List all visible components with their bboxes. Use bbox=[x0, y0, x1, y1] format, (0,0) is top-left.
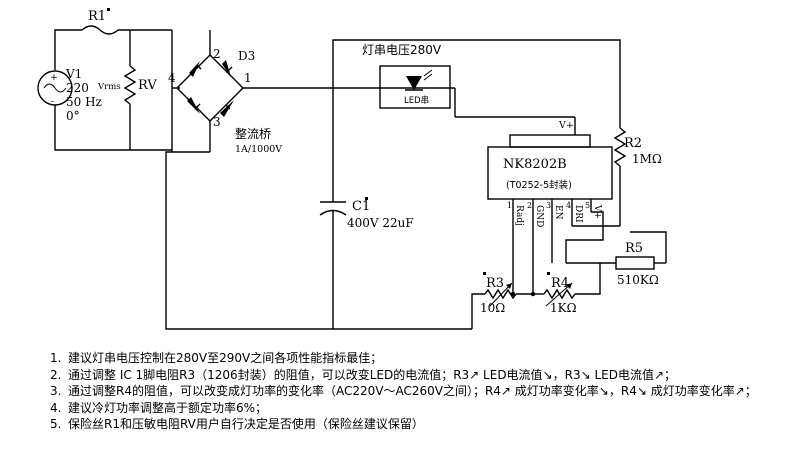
d3-pin-4: 4 bbox=[168, 71, 176, 85]
d3-pin-3: 3 bbox=[213, 115, 221, 129]
ic-pin-name-1: Radj bbox=[514, 205, 524, 226]
capacitor-c1: C1 400V 22uF bbox=[319, 88, 414, 329]
v1-name: V1 bbox=[65, 67, 82, 81]
resistor-r2: R2 1MΩ bbox=[332, 39, 662, 227]
note-num: 3. bbox=[50, 384, 62, 398]
note-item-3: 3. 通过调整R4的阻值，可以改变成灯功率的变化率（AC220V～AC260V之间… bbox=[50, 383, 795, 400]
v1-voltage: 220 bbox=[66, 81, 89, 95]
note-text: 建议冷灯功率调整高于额定功率6%； bbox=[68, 400, 268, 415]
led-label: LED串 bbox=[404, 96, 429, 106]
return-wire bbox=[165, 151, 472, 330]
r3-name: R3 bbox=[486, 276, 504, 291]
ic-pin-name-4: DRI bbox=[573, 205, 583, 223]
r5-value: 510KΩ bbox=[617, 273, 659, 287]
v1-phase: 0° bbox=[66, 109, 80, 123]
trimmer-r4: R4 1KΩ bbox=[533, 263, 601, 315]
r3-value: 10Ω bbox=[480, 301, 505, 315]
ic-pin-num-5: 5 bbox=[585, 201, 590, 210]
note-num: 5. bbox=[50, 417, 62, 431]
r2-name: R2 bbox=[624, 136, 642, 151]
note-text: 保险丝R1和压敏电阻RV用户自行决定是否使用（保险丝建议保留） bbox=[68, 417, 424, 431]
r4-value: 1KΩ bbox=[550, 301, 577, 315]
note-text: 通过调整 IC 1脚电阻R3（1206封装）的阻值，可以改变LED的电流值；R3… bbox=[68, 367, 677, 382]
fuse-r1: R1 bbox=[81, 8, 172, 35]
ic-pin-num-2: 2 bbox=[527, 201, 532, 210]
ac-source-v1: + - V1 220 50 Hz 0° bbox=[37, 29, 172, 151]
ic-name: NK8202B bbox=[503, 157, 567, 172]
ic-package: (T0252-5封装) bbox=[506, 179, 572, 191]
d3-pin-2: 2 bbox=[213, 47, 221, 61]
ic-pin-name-3: EN bbox=[553, 205, 563, 220]
r1-name: R1 bbox=[88, 9, 106, 24]
note-item-2: 2. 通过调整 IC 1脚电阻R3（1206封装）的阻值，可以改变LED的电流值；… bbox=[50, 367, 795, 384]
ic-vplus: V+ bbox=[558, 120, 574, 131]
ic-pin-num-3: 3 bbox=[546, 201, 551, 210]
bridge-rectifier-d3: D3 1 2 3 4 整流桥 1A/1000V bbox=[168, 30, 455, 155]
varistor-rv: Vrms RV bbox=[97, 30, 157, 150]
led-string: 灯串电压280V LED串 bbox=[362, 43, 576, 135]
note-text: 建议灯串电压控制在280V至290V之间各项性能指标最佳； bbox=[68, 351, 383, 365]
note-num: 1. bbox=[50, 351, 62, 365]
d3-pin-1: 1 bbox=[244, 71, 252, 85]
note-item-4: 4. 建议冷灯功率调整高于额定功率6%； bbox=[50, 400, 795, 417]
d3-name: D3 bbox=[238, 49, 255, 63]
c1-value: 400V 22uF bbox=[347, 216, 414, 230]
trimmer-r3: R3 10Ω bbox=[471, 272, 536, 329]
d3-label: 整流桥 bbox=[235, 126, 271, 141]
note-item-1: 1. 建议灯串电压控制在280V至290V之间各项性能指标最佳； bbox=[50, 350, 795, 367]
v1-freq: 50 Hz bbox=[66, 95, 102, 109]
svg-text:+: + bbox=[50, 72, 58, 83]
d3-rating: 1A/1000V bbox=[235, 144, 282, 155]
ic-nk8202b: V+ NK8202B (T0252-5封装) 1 2 3 4 5 Radj GN… bbox=[487, 120, 613, 294]
rv-name: RV bbox=[138, 78, 157, 93]
r5-name: R5 bbox=[625, 241, 643, 256]
r2-value: 1MΩ bbox=[632, 152, 662, 166]
ic-pin-name-2: GND bbox=[534, 205, 544, 227]
r4-name: R4 bbox=[551, 276, 569, 291]
c1-name: C1 bbox=[352, 199, 370, 214]
note-num: 4. bbox=[50, 400, 62, 415]
circuit-schematic: + - V1 220 50 Hz 0° R1 Vrms RV bbox=[37, 8, 667, 330]
resistor-r5: R5 510KΩ bbox=[565, 211, 667, 287]
ic-pin-num-1: 1 bbox=[507, 201, 512, 210]
design-notes: 1. 建议灯串电压控制在280V至290V之间各项性能指标最佳； 2. 通过调整 I… bbox=[50, 350, 795, 433]
ic-pin-num-4: 4 bbox=[566, 201, 571, 210]
led-title: 灯串电压280V bbox=[362, 43, 442, 57]
note-num: 2. bbox=[50, 367, 62, 382]
note-item-5: 5. 保险丝R1和压敏电阻RV用户自行决定是否使用（保险丝建议保留） bbox=[50, 416, 795, 433]
rv-label: Vrms bbox=[97, 82, 121, 92]
note-text: 通过调整R4的阻值，可以改变成灯功率的变化率（AC220V～AC260V之间）；… bbox=[68, 384, 757, 398]
ic-pin-labels: 1 2 3 4 5 Radj GND EN DRI V+ bbox=[507, 201, 602, 227]
svg-text:-: - bbox=[51, 96, 54, 107]
